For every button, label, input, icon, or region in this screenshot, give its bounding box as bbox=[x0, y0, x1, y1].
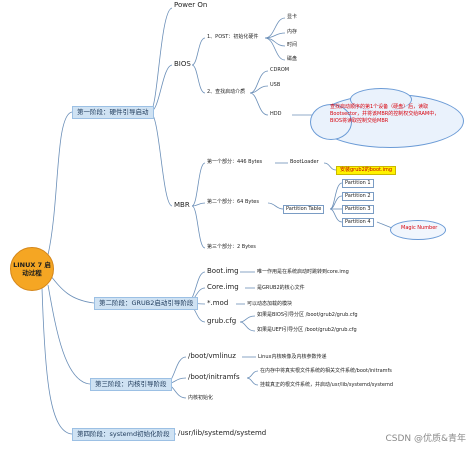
stage-2-node[interactable]: 第二阶段：GRUB2启动引导阶段 bbox=[94, 297, 199, 310]
post-item-disk[interactable]: 磁盘 bbox=[287, 56, 298, 62]
bios-node[interactable]: BIOS bbox=[174, 60, 191, 68]
bios-post-node[interactable]: 1、POST：初始化硬件 bbox=[207, 34, 259, 40]
post-item-gpu[interactable]: 显卡 bbox=[287, 14, 298, 20]
boot-img-node[interactable]: Boot.img bbox=[207, 267, 239, 275]
mod-desc[interactable]: 可以动态加载的模块 bbox=[247, 301, 293, 307]
center-title: LINUX 7 启 动过程 bbox=[13, 260, 51, 277]
kernel-init-node[interactable]: 内核初始化 bbox=[188, 395, 214, 401]
cloud-puff-top bbox=[350, 88, 412, 111]
partition-4-node[interactable]: Partition 4 bbox=[342, 218, 374, 227]
post-item-time[interactable]: 时间 bbox=[287, 42, 298, 48]
mbr-part1-node[interactable]: 第一个部分：446 Bytes bbox=[207, 159, 263, 165]
magic-number-shape bbox=[390, 220, 446, 240]
magic-number-label: Magic Number bbox=[401, 225, 438, 231]
power-on-node[interactable]: Power On bbox=[174, 1, 208, 9]
boot-img-desc[interactable]: 唯一作用是在系统启动时跳转到core.img bbox=[257, 269, 349, 275]
boot-media-usb[interactable]: USB bbox=[270, 82, 281, 88]
core-img-desc[interactable]: 是GRUB2的核心文件 bbox=[257, 285, 305, 291]
mbr-part2-node[interactable]: 第二个部分：64 Bytes bbox=[207, 199, 259, 205]
vmlinuz-node[interactable]: /boot/vmlinuz bbox=[188, 352, 236, 360]
bios-search-node[interactable]: 2、查找启动介质 bbox=[207, 89, 246, 95]
initramfs-node[interactable]: /boot/initramfs bbox=[188, 373, 240, 381]
initramfs-desc-2[interactable]: 挂载真正的根文件系统，并启动/usr/lib/systemd/systemd bbox=[260, 382, 394, 388]
vmlinuz-desc[interactable]: Linux内核映像及内核参数传递 bbox=[258, 354, 327, 360]
grub-cfg-bios-path: /boot/grub2/grub.cfg bbox=[305, 312, 358, 318]
mod-node[interactable]: *.mod bbox=[207, 299, 229, 307]
bootloader-node[interactable]: BootLoader bbox=[290, 159, 319, 165]
partition-2-node[interactable]: Partition 2 bbox=[342, 192, 374, 201]
partition-table-node[interactable]: Partition Table bbox=[283, 205, 325, 214]
initramfs-desc-1[interactable]: 在内存中将真实根文件系统的相关文件系统/boot/initramfs bbox=[260, 368, 392, 374]
grub-cfg-uefi-path: /boot/grub2/grub.cfg bbox=[304, 327, 357, 333]
stage-1-node[interactable]: 第一阶段：硬件引导启动 bbox=[72, 106, 154, 119]
partition-3-node[interactable]: Partition 3 bbox=[342, 205, 374, 214]
boot-media-cdrom[interactable]: CDROM bbox=[270, 67, 290, 73]
boot-media-hdd[interactable]: HDD bbox=[270, 111, 282, 117]
grub-cfg-uefi-label: 如果是UEFI引导分区 bbox=[257, 327, 304, 333]
grub-cfg-node[interactable]: grub.cfg bbox=[207, 317, 237, 325]
mbr-part3-node[interactable]: 第三个部分：2 Bytes bbox=[207, 244, 256, 250]
watermark: CSDN @优质&青年 bbox=[385, 434, 466, 444]
core-img-node[interactable]: Core.img bbox=[207, 283, 239, 291]
post-item-memory[interactable]: 内存 bbox=[287, 29, 298, 35]
systemd-node[interactable]: /usr/lib/systemd/systemd bbox=[178, 429, 267, 437]
center-topic[interactable]: LINUX 7 启 动过程 bbox=[10, 247, 54, 291]
partition-1-node[interactable]: Partition 1 bbox=[342, 179, 374, 188]
cloud-note: 查找启动顺序的第1个设备（硬盘）后，读取Bootsector，并将该MBR的控制… bbox=[330, 104, 440, 124]
bootloader-note[interactable]: 安装grub2的boot.img bbox=[336, 166, 397, 175]
grub-cfg-bios-label: 如果是BIOS引导分区 bbox=[257, 312, 305, 318]
grub-cfg-bios[interactable]: 如果是BIOS引导分区 /boot/grub2/grub.cfg bbox=[257, 313, 358, 318]
cloud-puff-left bbox=[310, 104, 352, 140]
mbr-node[interactable]: MBR bbox=[174, 201, 190, 209]
stage-3-node[interactable]: 第三阶段：内核引导阶段 bbox=[90, 378, 172, 391]
stage-4-node[interactable]: 第四阶段：systemd初始化阶段 bbox=[72, 428, 175, 441]
grub-cfg-uefi[interactable]: 如果是UEFI引导分区 /boot/grub2/grub.cfg bbox=[257, 328, 357, 333]
